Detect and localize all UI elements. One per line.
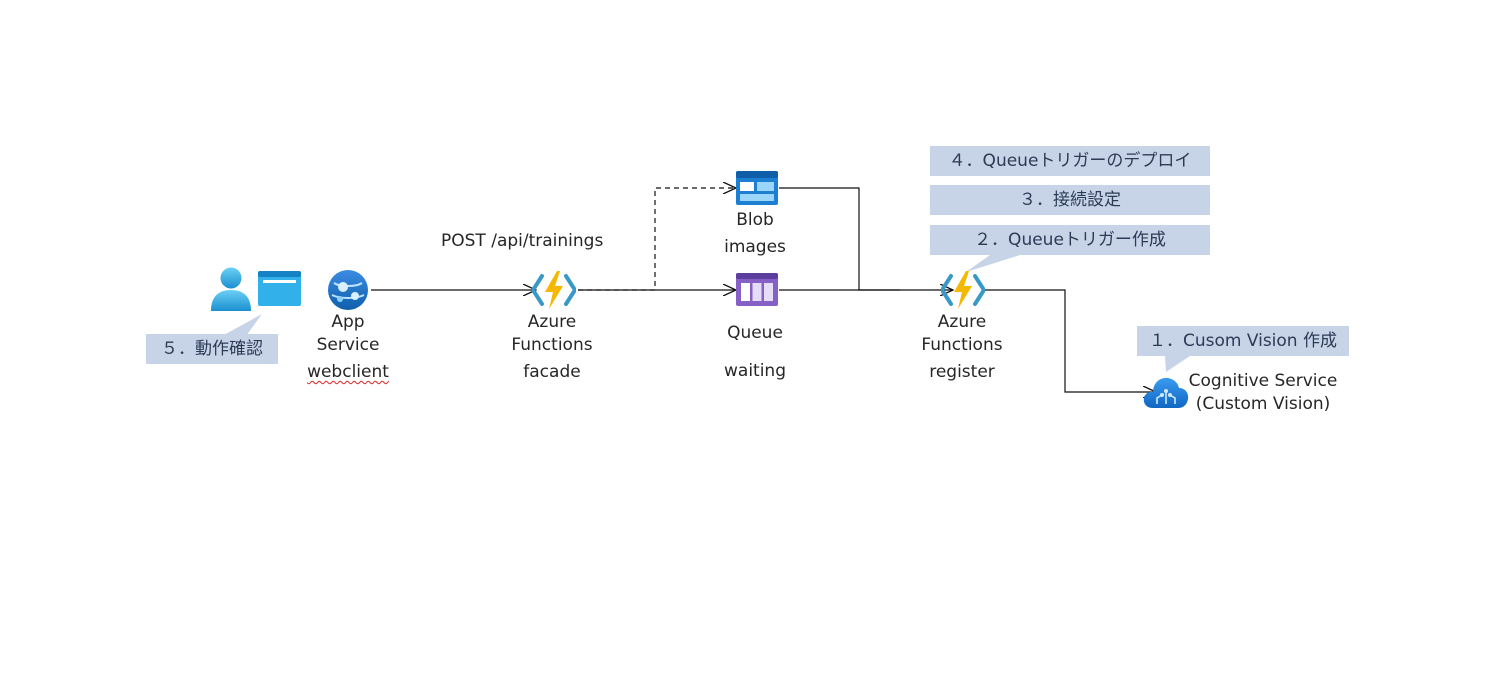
app-service-label-line1: App	[331, 312, 365, 332]
app-service-label: App Service webclient	[298, 311, 398, 384]
user-icon	[211, 267, 251, 311]
azure-functions-icon	[532, 271, 576, 309]
callout-step1: １．Cusom Vision 作成	[1137, 326, 1349, 356]
functions-register-label-line1: Azure	[937, 312, 987, 332]
cognitive-service-cloud-icon	[1143, 377, 1189, 408]
functions-register-label-line2: Functions	[921, 335, 1003, 355]
callout5-pointer	[222, 314, 262, 336]
queue-storage-icon	[736, 273, 778, 306]
callout-step4: ４．Queueトリガーのデプロイ	[930, 146, 1210, 176]
queue-label-line1: Queue	[727, 323, 783, 343]
edge-blob-to-register	[779, 187, 900, 291]
blob-label: Blob images	[705, 209, 805, 259]
browser-window-icon	[258, 271, 301, 306]
callout2-pointer	[966, 255, 1020, 272]
app-service-icon	[328, 270, 368, 310]
cognitive-service-label: Cognitive Service (Custom Vision)	[1188, 370, 1338, 416]
callout-step1-text: １．Cusom Vision 作成	[1148, 331, 1337, 351]
queue-label-line2: waiting	[724, 361, 786, 381]
app-service-label-line2: Service	[316, 335, 380, 355]
app-service-label-line3: webclient	[307, 362, 389, 382]
cognitive-service-label-line2: (Custom Vision)	[1195, 394, 1331, 414]
queue-label: Queue waiting	[705, 322, 805, 383]
blob-label-line2: images	[724, 237, 786, 257]
blob-storage-icon	[736, 171, 778, 205]
functions-register-label: Azure Functions register	[907, 311, 1017, 384]
functions-facade-label-line3: facade	[523, 362, 581, 382]
edge-register-to-cognitive	[984, 289, 1156, 392]
callout-step3: ３．接続設定	[930, 185, 1210, 215]
functions-facade-label-line2: Functions	[511, 335, 593, 355]
edge-label-post: POST /api/trainings	[441, 230, 603, 253]
callout1-pointer	[1165, 356, 1190, 372]
functions-register-label-line3: register	[929, 362, 995, 382]
cognitive-service-label-line1: Cognitive Service	[1188, 371, 1338, 391]
edge-facade-to-blob	[578, 188, 736, 291]
edge-label-post-text: POST /api/trainings	[441, 231, 604, 251]
callout-step2: ２．Queueトリガー作成	[930, 225, 1210, 255]
callout-step5: ５．動作確認	[146, 334, 278, 364]
functions-facade-label-line1: Azure	[527, 312, 577, 332]
blob-label-line1: Blob	[736, 210, 774, 230]
azure-functions-icon	[941, 271, 985, 309]
functions-facade-label: Azure Functions facade	[497, 311, 607, 384]
